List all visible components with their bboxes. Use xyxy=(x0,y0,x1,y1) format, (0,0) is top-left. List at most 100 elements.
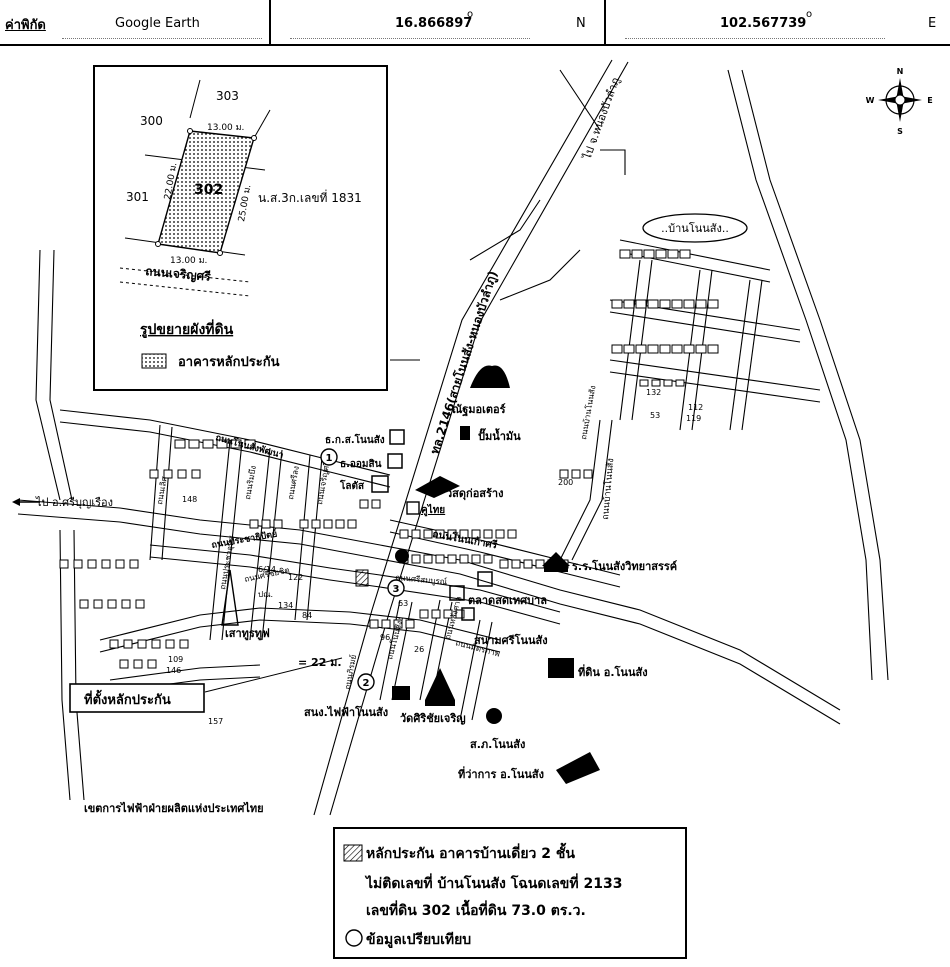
coord-underline xyxy=(62,38,262,39)
motorcycle-icon xyxy=(470,365,510,388)
store-icon xyxy=(371,475,389,493)
comparable-number: 3 xyxy=(393,584,400,595)
building-footprint xyxy=(335,519,345,529)
building-footprint xyxy=(659,344,671,354)
road-label: ถนนภิรมย์ xyxy=(342,654,358,691)
building-footprint xyxy=(381,619,391,629)
road-label: ถนนบ้านโนนสัง xyxy=(578,385,597,441)
building-footprint xyxy=(623,299,635,309)
temple-icon xyxy=(425,668,455,700)
house-number: 134 xyxy=(278,601,293,610)
coord-source: Google Earth xyxy=(115,16,200,31)
building-footprint xyxy=(611,299,623,309)
compass-s: S xyxy=(897,127,903,136)
building-footprint xyxy=(671,344,683,354)
building-footprint xyxy=(151,639,161,649)
nonkaosri-road xyxy=(389,519,621,576)
highway-road xyxy=(313,59,613,816)
coord-label: ค่าพิกัด xyxy=(5,18,46,33)
building-footprint xyxy=(133,659,143,669)
south-road xyxy=(99,607,501,641)
building-footprint xyxy=(405,619,415,629)
building-footprint xyxy=(423,554,433,564)
bank-icon xyxy=(389,429,405,445)
building-footprint xyxy=(631,249,643,259)
comparable-marker-2 xyxy=(357,673,375,691)
latitude-value: 16.866897 xyxy=(395,16,473,31)
building-footprint xyxy=(165,639,175,649)
house-number: 112 xyxy=(688,403,703,412)
building-footprint xyxy=(115,559,125,569)
house-number: 148 xyxy=(182,495,197,504)
building-footprint xyxy=(101,559,111,569)
building-footprint xyxy=(471,554,481,564)
house-number: 119 xyxy=(686,414,701,423)
building-footprint xyxy=(511,559,521,569)
header-divider xyxy=(604,0,606,46)
bank-icon xyxy=(387,453,403,469)
building-footprint xyxy=(659,299,671,309)
building-footprint xyxy=(507,529,517,539)
plot-number: 301 xyxy=(126,190,149,204)
house-number: 200 xyxy=(558,478,573,487)
road-label: ถนนบ้านโนนสัง xyxy=(600,458,616,520)
compass-e: E xyxy=(927,96,932,105)
collateral-marker xyxy=(355,569,369,587)
building-footprint xyxy=(471,529,481,539)
house-number: 84 xyxy=(302,611,312,620)
building-footprint xyxy=(619,249,631,259)
legend-line: เลขที่ดิน 302 เนื้อที่ดิน 73.0 ตร.ว. xyxy=(366,899,586,919)
building-footprint xyxy=(535,559,545,569)
building-footprint xyxy=(459,529,469,539)
building-footprint xyxy=(121,599,131,609)
dimension-label: 13.00 ม. xyxy=(207,123,244,133)
building-icon xyxy=(392,686,410,700)
landmark-label: ณัฐมอเตอร์ xyxy=(452,403,506,417)
building-footprint xyxy=(495,529,505,539)
building-footprint xyxy=(59,559,69,569)
building-footprint xyxy=(347,519,357,529)
house-number: 53 xyxy=(650,411,660,420)
building-footprint xyxy=(651,379,661,387)
degree-mark: o xyxy=(467,9,474,20)
market-icon xyxy=(449,585,465,601)
house-number: 6/14 xyxy=(258,565,276,574)
building-footprint xyxy=(447,529,457,539)
building-icon xyxy=(548,658,574,678)
building-footprint xyxy=(273,519,283,529)
lat-hemisphere: N xyxy=(576,16,586,31)
building-footprint xyxy=(459,554,469,564)
road-label: ถนนริมบึง xyxy=(243,465,258,500)
building-footprint xyxy=(73,559,83,569)
comparable-marker-3 xyxy=(387,579,405,597)
location-map: N S E W 303 300 301 302 13.00 ม. 22.00 ม… xyxy=(12,59,933,959)
arrow-head xyxy=(12,498,20,506)
inset-legend-text: อาคารหลักประกัน xyxy=(178,355,280,370)
house-number: 96 xyxy=(380,633,390,642)
prachathipat-road xyxy=(149,556,561,625)
hatch-swatch xyxy=(343,844,363,862)
legend-line: ข้อมูลเปรียบเทียบ xyxy=(366,932,471,948)
building-footprint xyxy=(707,299,719,309)
building-footprint xyxy=(119,659,129,669)
building-footprint xyxy=(177,469,187,479)
building-footprint xyxy=(188,439,200,449)
landmark-label: สนามศรีโนนสัง xyxy=(474,633,548,647)
building-footprint xyxy=(523,559,533,569)
road-label: ไป อ.ศรีบุญเรือง xyxy=(35,496,113,509)
building-footprint xyxy=(174,439,186,449)
building-footprint xyxy=(311,519,321,529)
longitude-value: 102.567739 xyxy=(720,16,807,31)
compass: N S E W xyxy=(866,67,933,136)
building-footprint xyxy=(79,599,89,609)
building-footprint xyxy=(129,559,139,569)
building-footprint xyxy=(147,659,157,669)
building-footprint xyxy=(675,379,685,387)
house-number: 63 xyxy=(398,599,408,608)
house-number: 26 xyxy=(414,645,424,654)
building-footprint xyxy=(639,379,649,387)
building-footprint xyxy=(137,639,147,649)
dimension-label: 13.00 ม. xyxy=(170,256,207,266)
comparable-number: 1 xyxy=(326,453,333,464)
comparable-marker-1 xyxy=(320,448,338,466)
